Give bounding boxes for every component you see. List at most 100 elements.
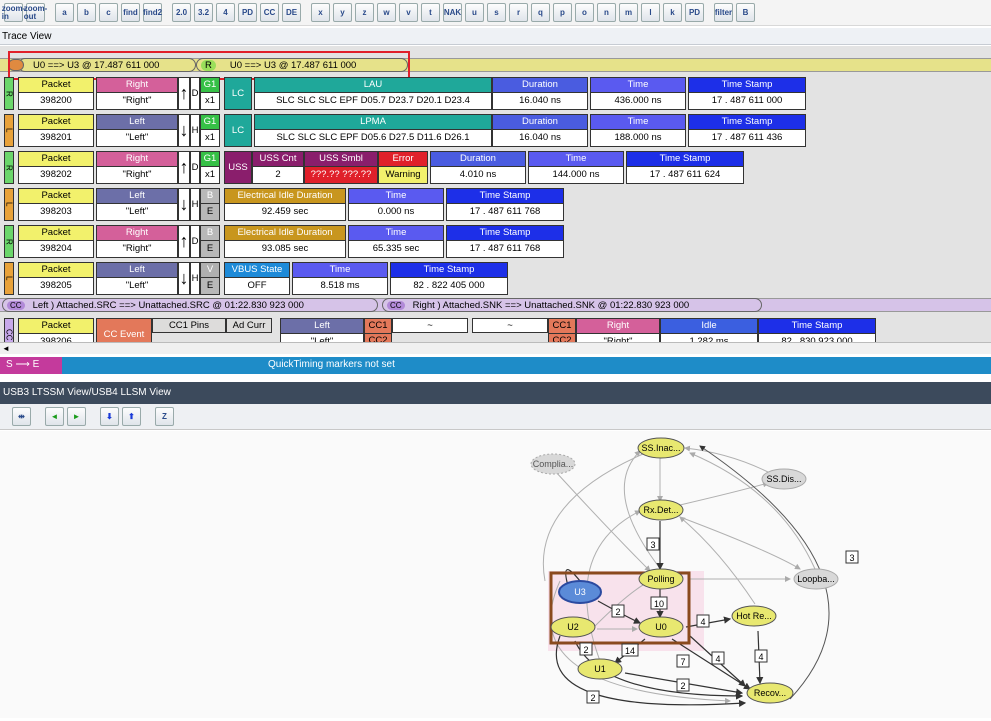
toolbar-button-2[interactable]: a <box>55 3 74 22</box>
toolbar-button-4[interactable]: c <box>99 3 118 22</box>
node-u0[interactable]: U0 <box>638 616 684 638</box>
zoom-graph-icon[interactable]: Z <box>155 407 174 426</box>
node-rx-detect[interactable]: Rx.Det... <box>638 499 684 521</box>
node-hot-reset[interactable]: Hot Re... <box>731 605 777 627</box>
toolbar-button-5[interactable]: find <box>121 3 140 22</box>
edge-label-4a: 4 <box>696 614 710 628</box>
direction-cell: Right "Right" <box>96 77 178 110</box>
edge-hotreset-rxdet <box>679 516 756 605</box>
packet-cell-label: Packet <box>19 263 93 278</box>
toolbar-button-7[interactable]: 2.0 <box>172 3 191 22</box>
cc-idle-cell: Idle 1.282 ms <box>660 318 758 342</box>
gen-cell-value: E <box>201 241 219 257</box>
node-u1[interactable]: U1 <box>577 658 623 680</box>
toolbar-button-3[interactable]: b <box>77 3 96 22</box>
cc2-right-label: CC2 <box>549 334 575 342</box>
node-compliance[interactable]: Complia... <box>530 453 576 475</box>
node-polling[interactable]: Polling <box>638 568 684 590</box>
toolbar-button-12[interactable]: DE <box>282 3 301 22</box>
direction-cell: Right "Right" <box>96 151 178 184</box>
packet-cell: Packet 398200 <box>18 77 94 110</box>
electrical-idle-cell: Electrical Idle Duration 93.085 sec <box>224 225 346 258</box>
tilde-right: ~ <box>472 318 548 333</box>
time-cell: Time 8.518 ms <box>292 262 388 295</box>
trace-horizontal-scrollbar[interactable]: ◄ <box>0 342 991 354</box>
direction-letter: D <box>190 151 200 184</box>
toolbar-button-22[interactable]: r <box>509 3 528 22</box>
edge-rxdet-ssdis <box>679 481 769 506</box>
cc-banner-right-text: Right ) Attached.SNK ==> Unattached.SNK … <box>412 299 690 311</box>
direction-cell-value: "Left" <box>97 130 177 146</box>
toolbar-button-19[interactable]: NAK <box>443 3 462 22</box>
toolbar-button-17[interactable]: v <box>399 3 418 22</box>
down-blue-icon[interactable]: ⬇ <box>100 407 119 426</box>
qt-arrow-icon: ⟶ <box>15 359 33 370</box>
ordered-set-cell-value: SLC SLC SLC EPF D05.6 D27.5 D11.6 D26.1 <box>255 130 491 146</box>
timestamp-cell-label: Time Stamp <box>627 152 743 167</box>
node-loopback[interactable]: Loopba... <box>793 568 839 590</box>
prev-green-icon[interactable]: ◄ <box>45 407 64 426</box>
toolbar-button-31[interactable]: filter <box>714 3 733 22</box>
node-u2[interactable]: U2 <box>550 616 596 638</box>
node-recovery[interactable]: Recov... <box>746 682 794 704</box>
scroll-left-arrow[interactable]: ◄ <box>2 344 10 353</box>
cc1-left-label: CC1 <box>365 319 391 334</box>
toolbar-button-15[interactable]: z <box>355 3 374 22</box>
side-tag: R <box>4 77 14 110</box>
cc-right-label: Right <box>577 319 659 334</box>
svg-text:Polling: Polling <box>647 574 674 584</box>
time-cell-label: Time <box>591 115 685 130</box>
lc-cell: LC <box>224 77 252 110</box>
toolbar-button-8[interactable]: 3.2 <box>194 3 213 22</box>
toolbar-button-25[interactable]: o <box>575 3 594 22</box>
toolbar-button-32[interactable]: B <box>736 3 755 22</box>
toolbar-button-29[interactable]: k <box>663 3 682 22</box>
toolbar-button-14[interactable]: y <box>333 3 352 22</box>
toolbar-button-23[interactable]: q <box>531 3 550 22</box>
toolbar-button-20[interactable]: u <box>465 3 484 22</box>
gen-cell-label: B <box>201 189 219 204</box>
error-cell: Error Warning <box>378 151 428 184</box>
toolbar-button-9[interactable]: 4 <box>216 3 235 22</box>
node-ss-inactive[interactable]: SS.Inac... <box>637 437 685 459</box>
cc-ts-label: Time Stamp <box>759 319 875 334</box>
cc1-right-label: CC1 <box>549 319 575 334</box>
toolbar-button-27[interactable]: m <box>619 3 638 22</box>
fit-view-icon[interactable]: ⇹ <box>12 407 31 426</box>
timestamp-cell: Time Stamp 17 . 487 611 624 <box>626 151 744 184</box>
quicktiming-markers[interactable]: S ⟶ E <box>0 357 62 374</box>
toolbar-button-18[interactable]: t <box>421 3 440 22</box>
node-u3[interactable]: U3 <box>558 580 602 604</box>
toolbar-button-6[interactable]: find2 <box>143 3 162 22</box>
up-blue-icon[interactable]: ⬆ <box>122 407 141 426</box>
toolbar-button-21[interactable]: s <box>487 3 506 22</box>
gen-cell: G1 x1 <box>200 77 220 110</box>
svg-text:2: 2 <box>680 681 685 691</box>
toolbar-button-24[interactable]: p <box>553 3 572 22</box>
time-cell: Time 436.000 ns <box>590 77 686 110</box>
node-ss-disabled[interactable]: SS.Dis... <box>761 468 807 490</box>
cc-banner-left[interactable]: CC Left ) Attached.SRC ==> Unattached.SR… <box>2 298 378 312</box>
banner-left-text: U0 ==> U3 @ 17.487 611 000 <box>33 59 160 71</box>
toolbar-button-1[interactable]: zoom-out <box>23 3 48 22</box>
toolbar-button-0[interactable]: zoom-in <box>1 3 26 22</box>
toolbar-button-30[interactable]: PD <box>685 3 704 22</box>
cc-right-value: "Right" <box>577 334 659 342</box>
trace-view-panel: U0 ==> U3 @ 17.487 611 000 R U0 ==> U3 @… <box>0 46 991 342</box>
toolbar-button-28[interactable]: l <box>641 3 660 22</box>
svg-text:2: 2 <box>615 607 620 617</box>
toolbar-button-13[interactable]: x <box>311 3 330 22</box>
toolbar-button-10[interactable]: PD <box>238 3 257 22</box>
direction-letter: H <box>190 188 200 221</box>
banner-right[interactable]: R U0 ==> U3 @ 17.487 611 000 <box>196 58 408 72</box>
next-green-icon[interactable]: ► <box>67 407 86 426</box>
toolbar-button-26[interactable]: n <box>597 3 616 22</box>
side-tag: R <box>4 225 14 258</box>
edge-label-2b: 2 <box>579 642 593 656</box>
gen-cell-value: x1 <box>201 93 219 109</box>
packet-cell-label: Packet <box>19 115 93 130</box>
direction-cell-label: Right <box>97 226 177 241</box>
cc-banner-right[interactable]: CC Right ) Attached.SNK ==> Unattached.S… <box>382 298 762 312</box>
toolbar-button-16[interactable]: w <box>377 3 396 22</box>
toolbar-button-11[interactable]: CC <box>260 3 279 22</box>
